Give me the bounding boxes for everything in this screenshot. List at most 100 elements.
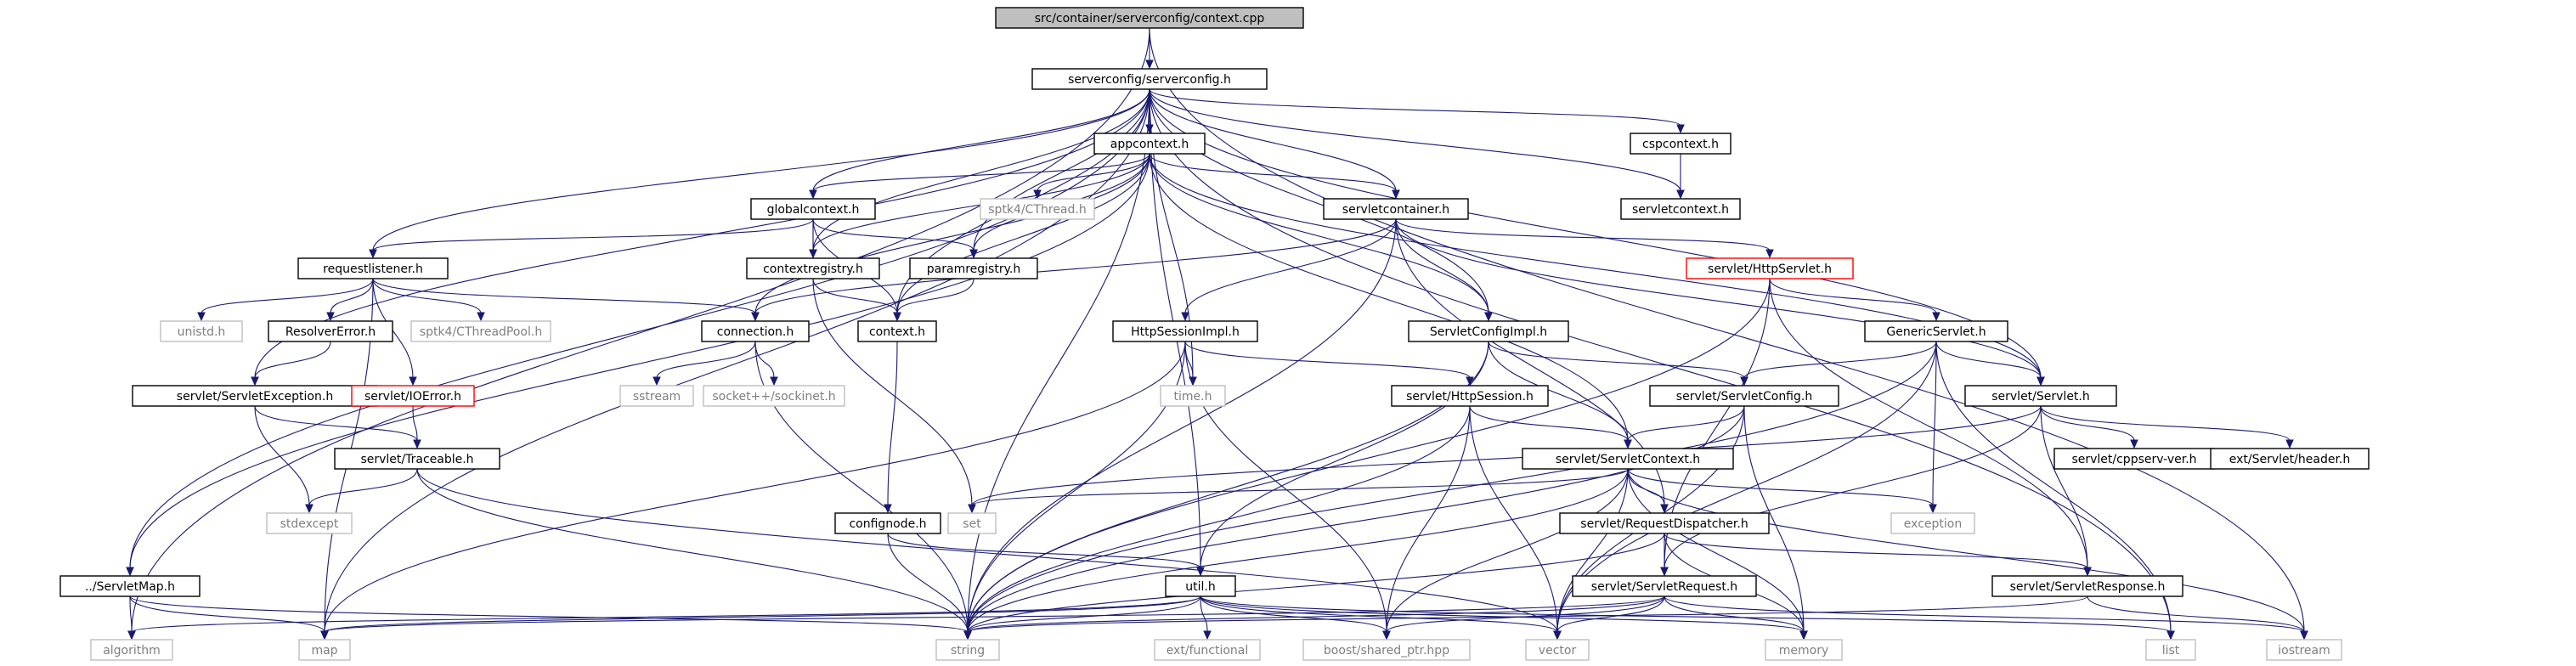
node-label: ext/functional [1167,644,1249,658]
node-label: servletcontainer.h [1342,203,1449,217]
node-httpsessionimpl-h[interactable]: HttpSessionImpl.h [1112,320,1258,342]
node-servletconfig-h[interactable]: servlet/ServletConfig.h [1649,385,1839,407]
node-list: list [2145,639,2196,661]
edge-httpservlet_h-to-genericservlet_h [1769,278,1940,322]
node-servletcontainer-h[interactable]: servletcontainer.h [1323,198,1469,220]
node-stdexcept: stdexcept [266,512,353,534]
edge-ioerror_h-to-traceable_h [412,405,421,449]
node-context-cpp[interactable]: src/container/serverconfig/context.cpp [995,7,1304,29]
edge-serverconfig_h-to-contextregistry_h [809,88,1150,259]
node-context-h[interactable]: context.h [857,320,937,342]
node-paramregistry-h[interactable]: paramregistry.h [909,257,1038,279]
edge-serverconfig_h-to-requestlistener_h [369,88,1150,259]
node-label: ServletConfigImpl.h [1430,325,1547,339]
edge-servletcontainer_h-to-servlet_h [1395,218,2045,387]
graph-edges [126,27,2308,641]
edge-servletmap_h-to-string [129,595,972,641]
node-httpservlet-h[interactable]: servlet/HttpServlet.h [1686,257,1854,279]
node-shared-ptr: boost/shared_ptr.hpp [1302,639,1471,661]
node-label: sstream [633,390,681,404]
edge-httpsessionimpl_h-to-string [963,341,1186,641]
node-httpsession-h[interactable]: servlet/HttpSession.h [1391,385,1549,407]
node-label: sptk4/CThreadPool.h [420,325,542,339]
edge-servletconfig_h-to-servletcontext2_h [1624,405,1745,449]
edge-appcontext_h-to-cthread_h [1033,153,1150,200]
node-functional: ext/functional [1154,639,1261,661]
edge-servletresponse_h-to-iostream [2087,595,2308,641]
node-label: context.h [869,325,925,339]
edge-requestlistener_h-to-unistd_h [197,278,374,322]
node-serverconfig-h[interactable]: serverconfig/serverconfig.h [1031,68,1268,90]
edge-globalcontext_h-to-requestlistener_h [369,218,814,259]
node-label: servlet/ServletConfig.h [1676,390,1812,404]
node-label: serverconfig/serverconfig.h [1068,73,1231,87]
node-cthread-h: sptk4/CThread.h [980,198,1095,220]
node-servlet-h[interactable]: servlet/Servlet.h [1964,385,2117,407]
node-iostream: iostream [2266,639,2342,661]
node-label: ext/Servlet/header.h [2229,453,2350,466]
edge-util_h-to-functional [1200,595,1212,641]
edge-appcontext_h-to-servlet_h [1149,153,2045,387]
edge-httpsessionimpl_h-to-httpsession_h [1184,341,1474,387]
node-label: HttpSessionImpl.h [1131,325,1240,339]
node-label: servlet/IOError.h [364,390,461,404]
edge-serverconfig_h-to-servletcontext_h [1149,88,1685,200]
node-label: ../ServletMap.h [85,580,175,594]
edge-serverconfig_h-to-cspcontext_h [1149,88,1685,134]
node-vector: vector [1525,639,1590,661]
node-sstream: sstream [619,385,694,407]
node-label: unistd.h [178,325,226,339]
node-servletrequest-h[interactable]: servlet/ServletRequest.h [1572,575,1757,597]
node-set: set [947,512,997,534]
node-servletmap-h[interactable]: ../ServletMap.h [59,575,201,597]
node-label: servlet/ServletException.h [177,390,333,404]
edge-servlet_h-to-servletrequest_h [1660,405,2042,577]
edge-requestdispatcher_h-to-servletrequest_h [1660,533,1669,577]
node-label: appcontext.h [1110,138,1189,151]
node-confignode-h[interactable]: confignode.h [834,512,941,534]
node-label: servlet/ServletResponse.h [2010,580,2166,594]
node-servletconfigimpl-h[interactable]: ServletConfigImpl.h [1408,320,1569,342]
node-servletexception-h[interactable]: servlet/ServletException.h [132,385,378,407]
node-label: map [311,644,337,658]
node-label: servlet/Traceable.h [360,453,473,466]
edge-serverconfig_h-to-list [1149,88,2175,641]
edge-servlet_h-to-servletresponse_h [2040,405,2092,577]
node-genericservlet-h[interactable]: GenericServlet.h [1864,320,2008,342]
node-servletcontext-h[interactable]: servletcontext.h [1620,198,1741,220]
node-cspcontext-h[interactable]: cspcontext.h [1630,133,1731,155]
node-util-h[interactable]: util.h [1165,575,1236,597]
node-ioerror-h[interactable]: servlet/IOError.h [351,385,475,407]
node-requestlistener-h[interactable]: requestlistener.h [297,257,449,279]
node-header-h[interactable]: ext/Servlet/header.h [2210,448,2370,470]
node-connection-h[interactable]: connection.h [701,320,810,342]
edge-requestlistener_h-to-resolvererror_h [326,278,374,322]
node-label: servlet/ServletRequest.h [1591,580,1737,594]
node-memory: memory [1765,639,1843,661]
node-label: src/container/serverconfig/context.cpp [1035,12,1265,25]
node-contextregistry-h[interactable]: contextregistry.h [746,257,880,279]
edge-genericservlet_h-to-servlet_h [1935,341,2045,387]
node-appcontext-h[interactable]: appcontext.h [1093,133,1206,155]
edge-context_h-to-confignode_h [884,341,898,514]
edge-servletrequest_h-to-vector [1553,595,1665,641]
node-label: globalcontext.h [767,203,860,217]
node-resolvererror-h[interactable]: ResolverError.h [268,320,393,342]
node-cppserv-ver-h[interactable]: servlet/cppserv-ver.h [2053,448,2215,470]
edge-servletrequest_h-to-map [320,595,1665,641]
node-traceable-h[interactable]: servlet/Traceable.h [334,448,500,470]
node-servletresponse-h[interactable]: servlet/ServletResponse.h [1991,575,2183,597]
node-requestdispatcher-h[interactable]: servlet/RequestDispatcher.h [1559,512,1770,534]
edge-requestdispatcher_h-to-string [963,533,1665,641]
node-label: servlet/RequestDispatcher.h [1580,517,1748,531]
node-globalcontext-h[interactable]: globalcontext.h [750,198,876,220]
edge-connection_h-to-sockinet_h [754,341,778,387]
node-label: servletcontext.h [1632,203,1729,217]
edge-appcontext_h-to-servletcontainer_h [1149,153,1400,200]
node-label: servlet/HttpServlet.h [1708,262,1832,276]
node-unistd-h: unistd.h [160,320,243,342]
edge-servletcontainer_h-to-httpsessionimpl_h [1181,218,1397,322]
node-servletcontext2-h[interactable]: servlet/ServletContext.h [1522,448,1734,470]
node-label: servlet/ServletContext.h [1556,453,1700,466]
edge-resolvererror_h-to-servletexception_h [251,341,331,387]
